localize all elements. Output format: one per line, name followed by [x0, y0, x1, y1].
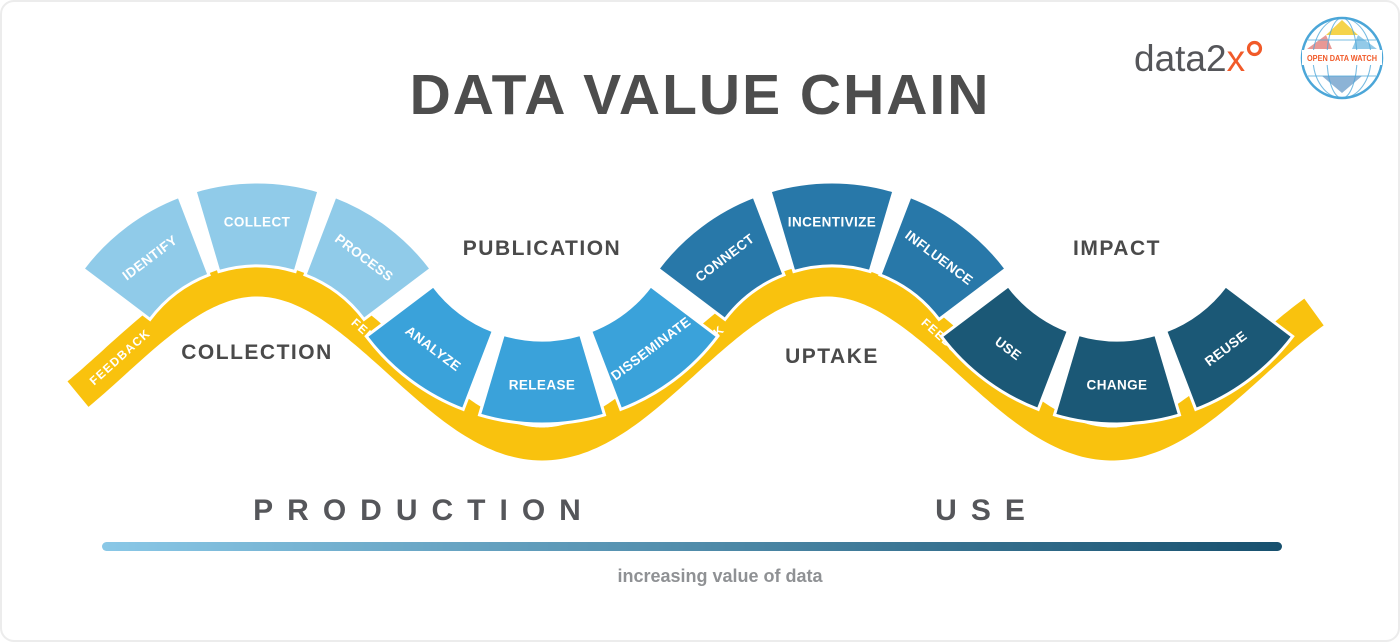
- open-data-watch-logo-text: OPEN DATA WATCH: [1307, 54, 1377, 63]
- phase-label-production: PRODUCTION: [253, 494, 595, 527]
- data2x-logo-text: data2: [1134, 38, 1227, 79]
- value-axis-caption: increasing value of data: [617, 566, 823, 586]
- segment-process: [303, 194, 434, 322]
- data2x-circle-icon: [1246, 40, 1263, 57]
- stage-label-uptake: UPTAKE: [785, 345, 879, 368]
- segment-change: [1052, 332, 1182, 426]
- segment-identify: [80, 194, 211, 322]
- globe-icon: OPEN DATA WATCH: [1300, 16, 1384, 100]
- segment-label-collect: COLLECT: [224, 215, 291, 230]
- segment-disseminate: [588, 283, 720, 412]
- segment-reuse: [1163, 283, 1295, 412]
- stage-label-publication: PUBLICATION: [463, 237, 621, 260]
- data2x-logo: data2 x: [1134, 40, 1263, 77]
- segment-label-release: RELEASE: [509, 378, 576, 393]
- segment-release: [477, 332, 607, 426]
- segment-use: [939, 283, 1071, 412]
- segment-label-change: CHANGE: [1087, 378, 1148, 393]
- open-data-watch-logo: OPEN DATA WATCH: [1298, 14, 1386, 107]
- segment-influence: [878, 194, 1009, 322]
- stage-label-collection: COLLECTION: [181, 341, 333, 364]
- value-gradient-bar: [102, 542, 1282, 551]
- page-title: DATA VALUE CHAIN: [409, 63, 991, 127]
- segment-label-incentivize: INCENTIVIZE: [788, 215, 876, 230]
- phase-label-use: USE: [935, 494, 1039, 527]
- segment-incentivize: [768, 180, 896, 274]
- segment-analyze: [364, 283, 496, 412]
- segment-connect: [655, 194, 786, 322]
- segment-collect: [193, 180, 321, 274]
- stage-label-impact: IMPACT: [1073, 237, 1161, 260]
- data2x-logo-accent: x: [1226, 38, 1246, 79]
